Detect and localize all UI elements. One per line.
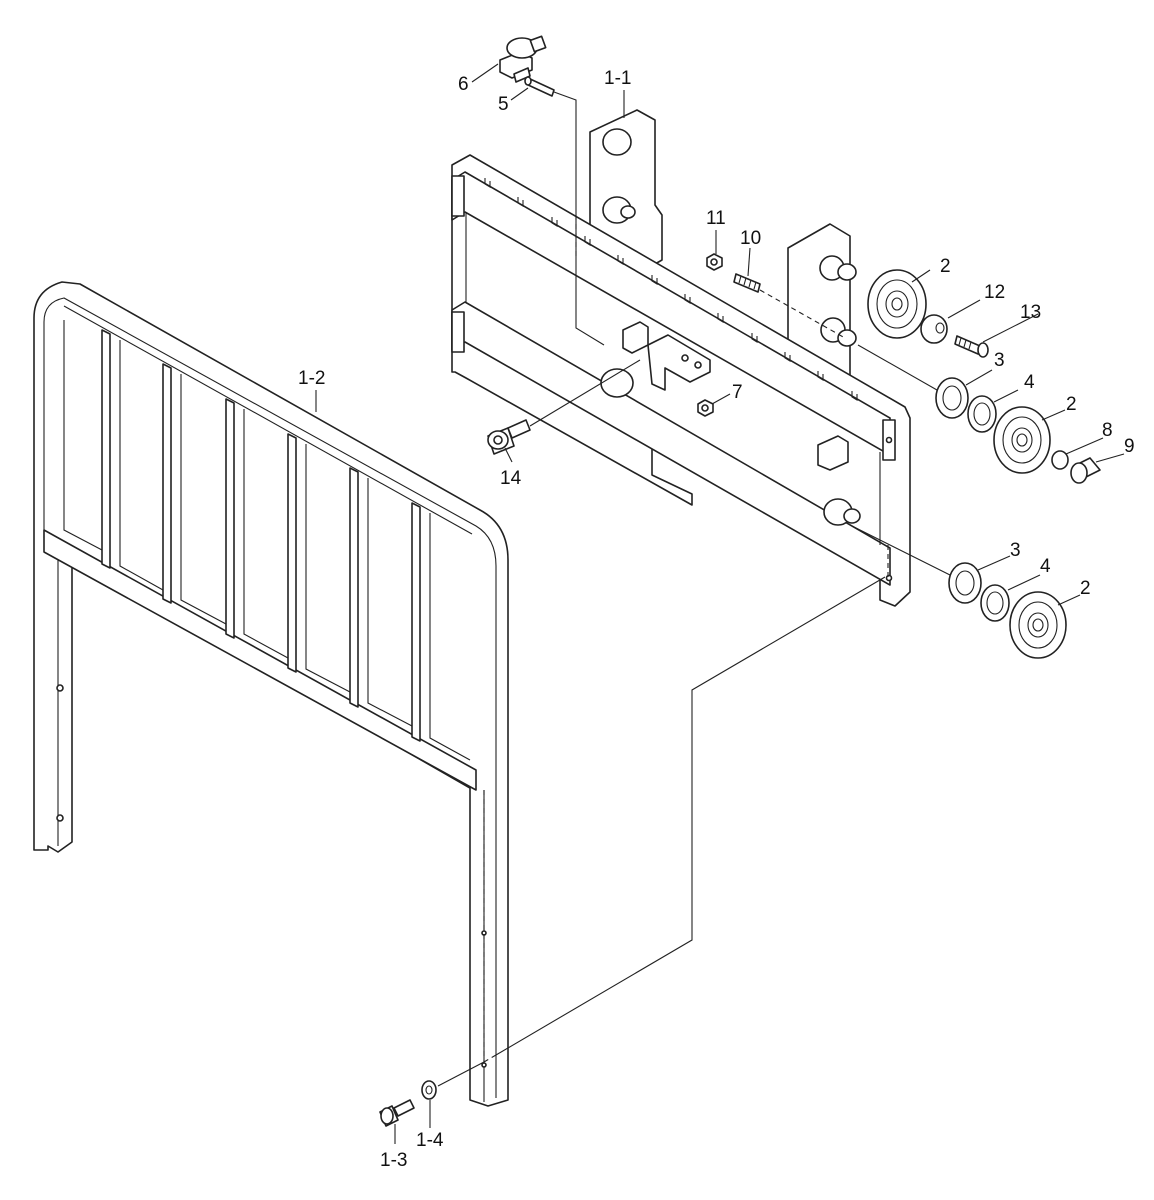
part-1-3-bolt	[379, 1099, 415, 1127]
part-10-set-screw	[733, 273, 761, 293]
callout-7: 7	[732, 382, 743, 403]
callout-14: 14	[500, 468, 522, 489]
callout-12: 12	[984, 282, 1005, 303]
part-8-ring	[1051, 450, 1069, 470]
part-14-cap-screw	[487, 419, 531, 455]
backrest-vertical-bars	[101, 329, 421, 742]
left-hook	[622, 321, 649, 354]
callout-labels: 6 5 1-1 11 10 2 12 13 3 4 2 8 9 7 14 3 4…	[298, 68, 1135, 1171]
part-13-screw	[954, 335, 989, 358]
callout-10: 10	[740, 228, 761, 249]
load-backrest	[33, 281, 509, 1107]
callout-1-1: 1-1	[604, 68, 631, 89]
part-3-washer-mid	[935, 377, 969, 419]
callout-3-bottom: 3	[1010, 540, 1021, 561]
part-2-bearing-bottom	[1009, 591, 1067, 659]
part-1-4-washer	[421, 1080, 437, 1100]
part-3-washer-bottom	[948, 562, 982, 604]
callout-2-mid: 2	[1066, 394, 1077, 415]
part-6-fitting	[499, 35, 547, 83]
top-bar-notches	[484, 178, 858, 401]
callout-8: 8	[1102, 420, 1113, 441]
part-9-cap	[1070, 457, 1101, 484]
callout-2-top: 2	[940, 256, 951, 277]
callout-3-mid: 3	[994, 350, 1005, 371]
leader-lines	[315, 63, 1125, 1144]
callout-1-4: 1-4	[416, 1130, 444, 1151]
callout-13: 13	[1020, 302, 1041, 323]
part-2-bearing-mid	[993, 406, 1051, 474]
callout-6: 6	[458, 74, 469, 95]
callout-4-bottom: 4	[1040, 556, 1051, 577]
part-2-bearing-top	[867, 269, 927, 339]
part-4-spacer-bottom	[980, 584, 1010, 622]
frame-end-plate-bottom-left	[451, 311, 465, 353]
callout-4-mid: 4	[1024, 372, 1035, 393]
part-5-screw	[524, 76, 555, 97]
part-7-nut	[697, 399, 714, 417]
frame-end-plate-top-left	[451, 175, 465, 217]
assembly-lines	[437, 91, 951, 1087]
upright-roller-upper	[602, 128, 632, 156]
part-4-spacer-mid	[967, 395, 997, 433]
part-11-nut	[706, 253, 723, 271]
right-hook	[817, 435, 849, 471]
part-12-washer	[920, 314, 948, 344]
right-upright-stud-2-tip	[837, 329, 857, 347]
callout-1-2: 1-2	[298, 368, 325, 389]
callout-11: 11	[706, 208, 726, 229]
backrest-lower-rail	[43, 529, 477, 791]
backrest-bay-shading	[63, 320, 471, 761]
right-upright-stud-1-tip	[837, 263, 857, 281]
upright-roller-hub	[620, 205, 636, 219]
center-bracket	[647, 334, 711, 391]
callout-2-bottom: 2	[1080, 578, 1091, 599]
callout-1-3: 1-3	[380, 1150, 407, 1171]
backrest-inner-frame	[43, 297, 497, 1098]
callout-9: 9	[1124, 436, 1135, 457]
callout-5: 5	[498, 94, 509, 115]
carriage-assembly	[451, 109, 911, 607]
